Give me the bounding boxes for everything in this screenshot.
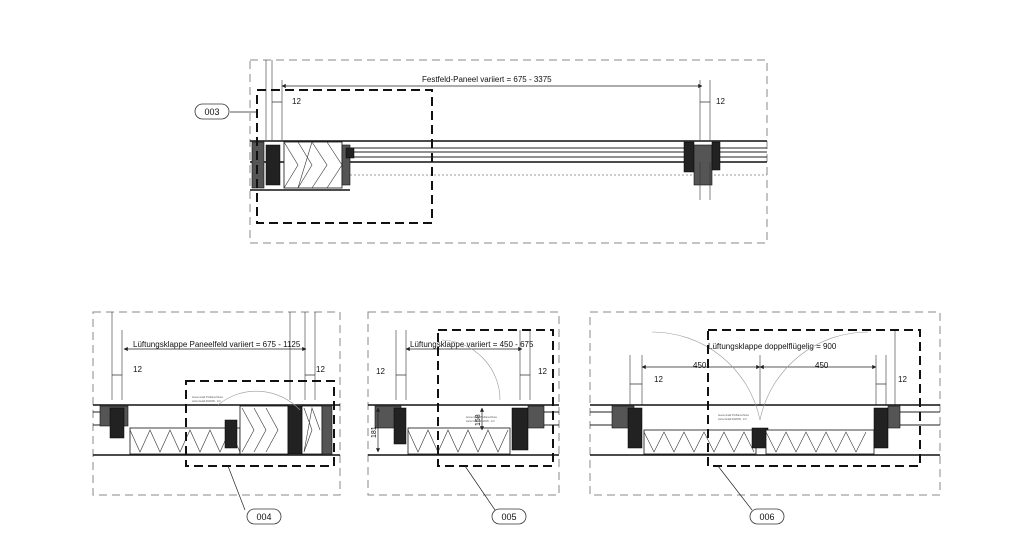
detail-004-callout <box>185 380 335 467</box>
detail-005-dim-left: 12 <box>376 367 385 376</box>
detail-003-dim-right: 12 <box>716 97 725 106</box>
detail-005-tag: 005 <box>501 512 516 522</box>
detail-006-dim-span-left: 450 <box>693 361 707 370</box>
detail-006-tag: 006 <box>759 512 774 522</box>
svg-text:siehe Detail 004/005 - 1/3: siehe Detail 004/005 - 1/3 <box>718 418 747 421</box>
sheet-frame <box>589 311 941 496</box>
svg-text:siehe Detail 004/005 - 1/3: siehe Detail 004/005 - 1/3 <box>466 420 495 423</box>
detail-006: Lüftungsklappe doppelflügelig = 900 450 … <box>589 311 941 525</box>
svg-text:Aussenmaß Profilanschluss: Aussenmaß Profilanschluss <box>718 414 750 417</box>
detail-005-dim-right: 12 <box>538 367 547 376</box>
detail-004-tag: 004 <box>256 512 271 522</box>
detail-004-dim-right: 12 <box>316 365 325 374</box>
sheet-frame <box>367 311 560 496</box>
detail-004-label: Lüftungsklappe Paneelfeld variiert = 675… <box>133 340 301 349</box>
detail-005-dim-vertical-inner: 158 <box>475 414 482 426</box>
detail-003-label: Festfeld-Paneel variiert = 675 - 3375 <box>422 75 552 84</box>
detail-003-callout <box>256 89 433 224</box>
detail-005: Lüftungsklappe variiert = 450 - 675 12 1… <box>367 311 560 525</box>
detail-006-label: Lüftungsklappe doppelflügelig = 900 <box>708 342 837 351</box>
detail-006-dim-right: 12 <box>898 375 907 384</box>
detail-005-label: Lüftungsklappe variiert = 450 - 675 <box>410 340 534 349</box>
sheet-frame <box>92 311 341 496</box>
detail-004: Lüftungsklappe Paneelfeld variiert = 675… <box>92 311 341 525</box>
detail-003-dim-left: 12 <box>292 97 301 106</box>
detail-005-callout <box>437 329 554 467</box>
detail-006-dim-left: 12 <box>654 375 663 384</box>
svg-text:Aussenmaß Profilanschluss: Aussenmaß Profilanschluss <box>192 396 224 399</box>
detail-005-dim-vertical: 181 <box>371 426 378 438</box>
svg-text:siehe Detail 004/005 - 1/3: siehe Detail 004/005 - 1/3 <box>192 400 221 403</box>
detail-006-dim-span-right: 450 <box>815 361 829 370</box>
detail-004-dim-left: 12 <box>133 365 142 374</box>
detail-003-tag: 003 <box>204 107 219 117</box>
detail-003: Festfeld-Paneel variiert = 675 - 3375 12… <box>194 59 768 244</box>
detail-006-callout <box>707 329 921 467</box>
svg-text:Aussenmaß Profilanschluss: Aussenmaß Profilanschluss <box>466 416 498 419</box>
